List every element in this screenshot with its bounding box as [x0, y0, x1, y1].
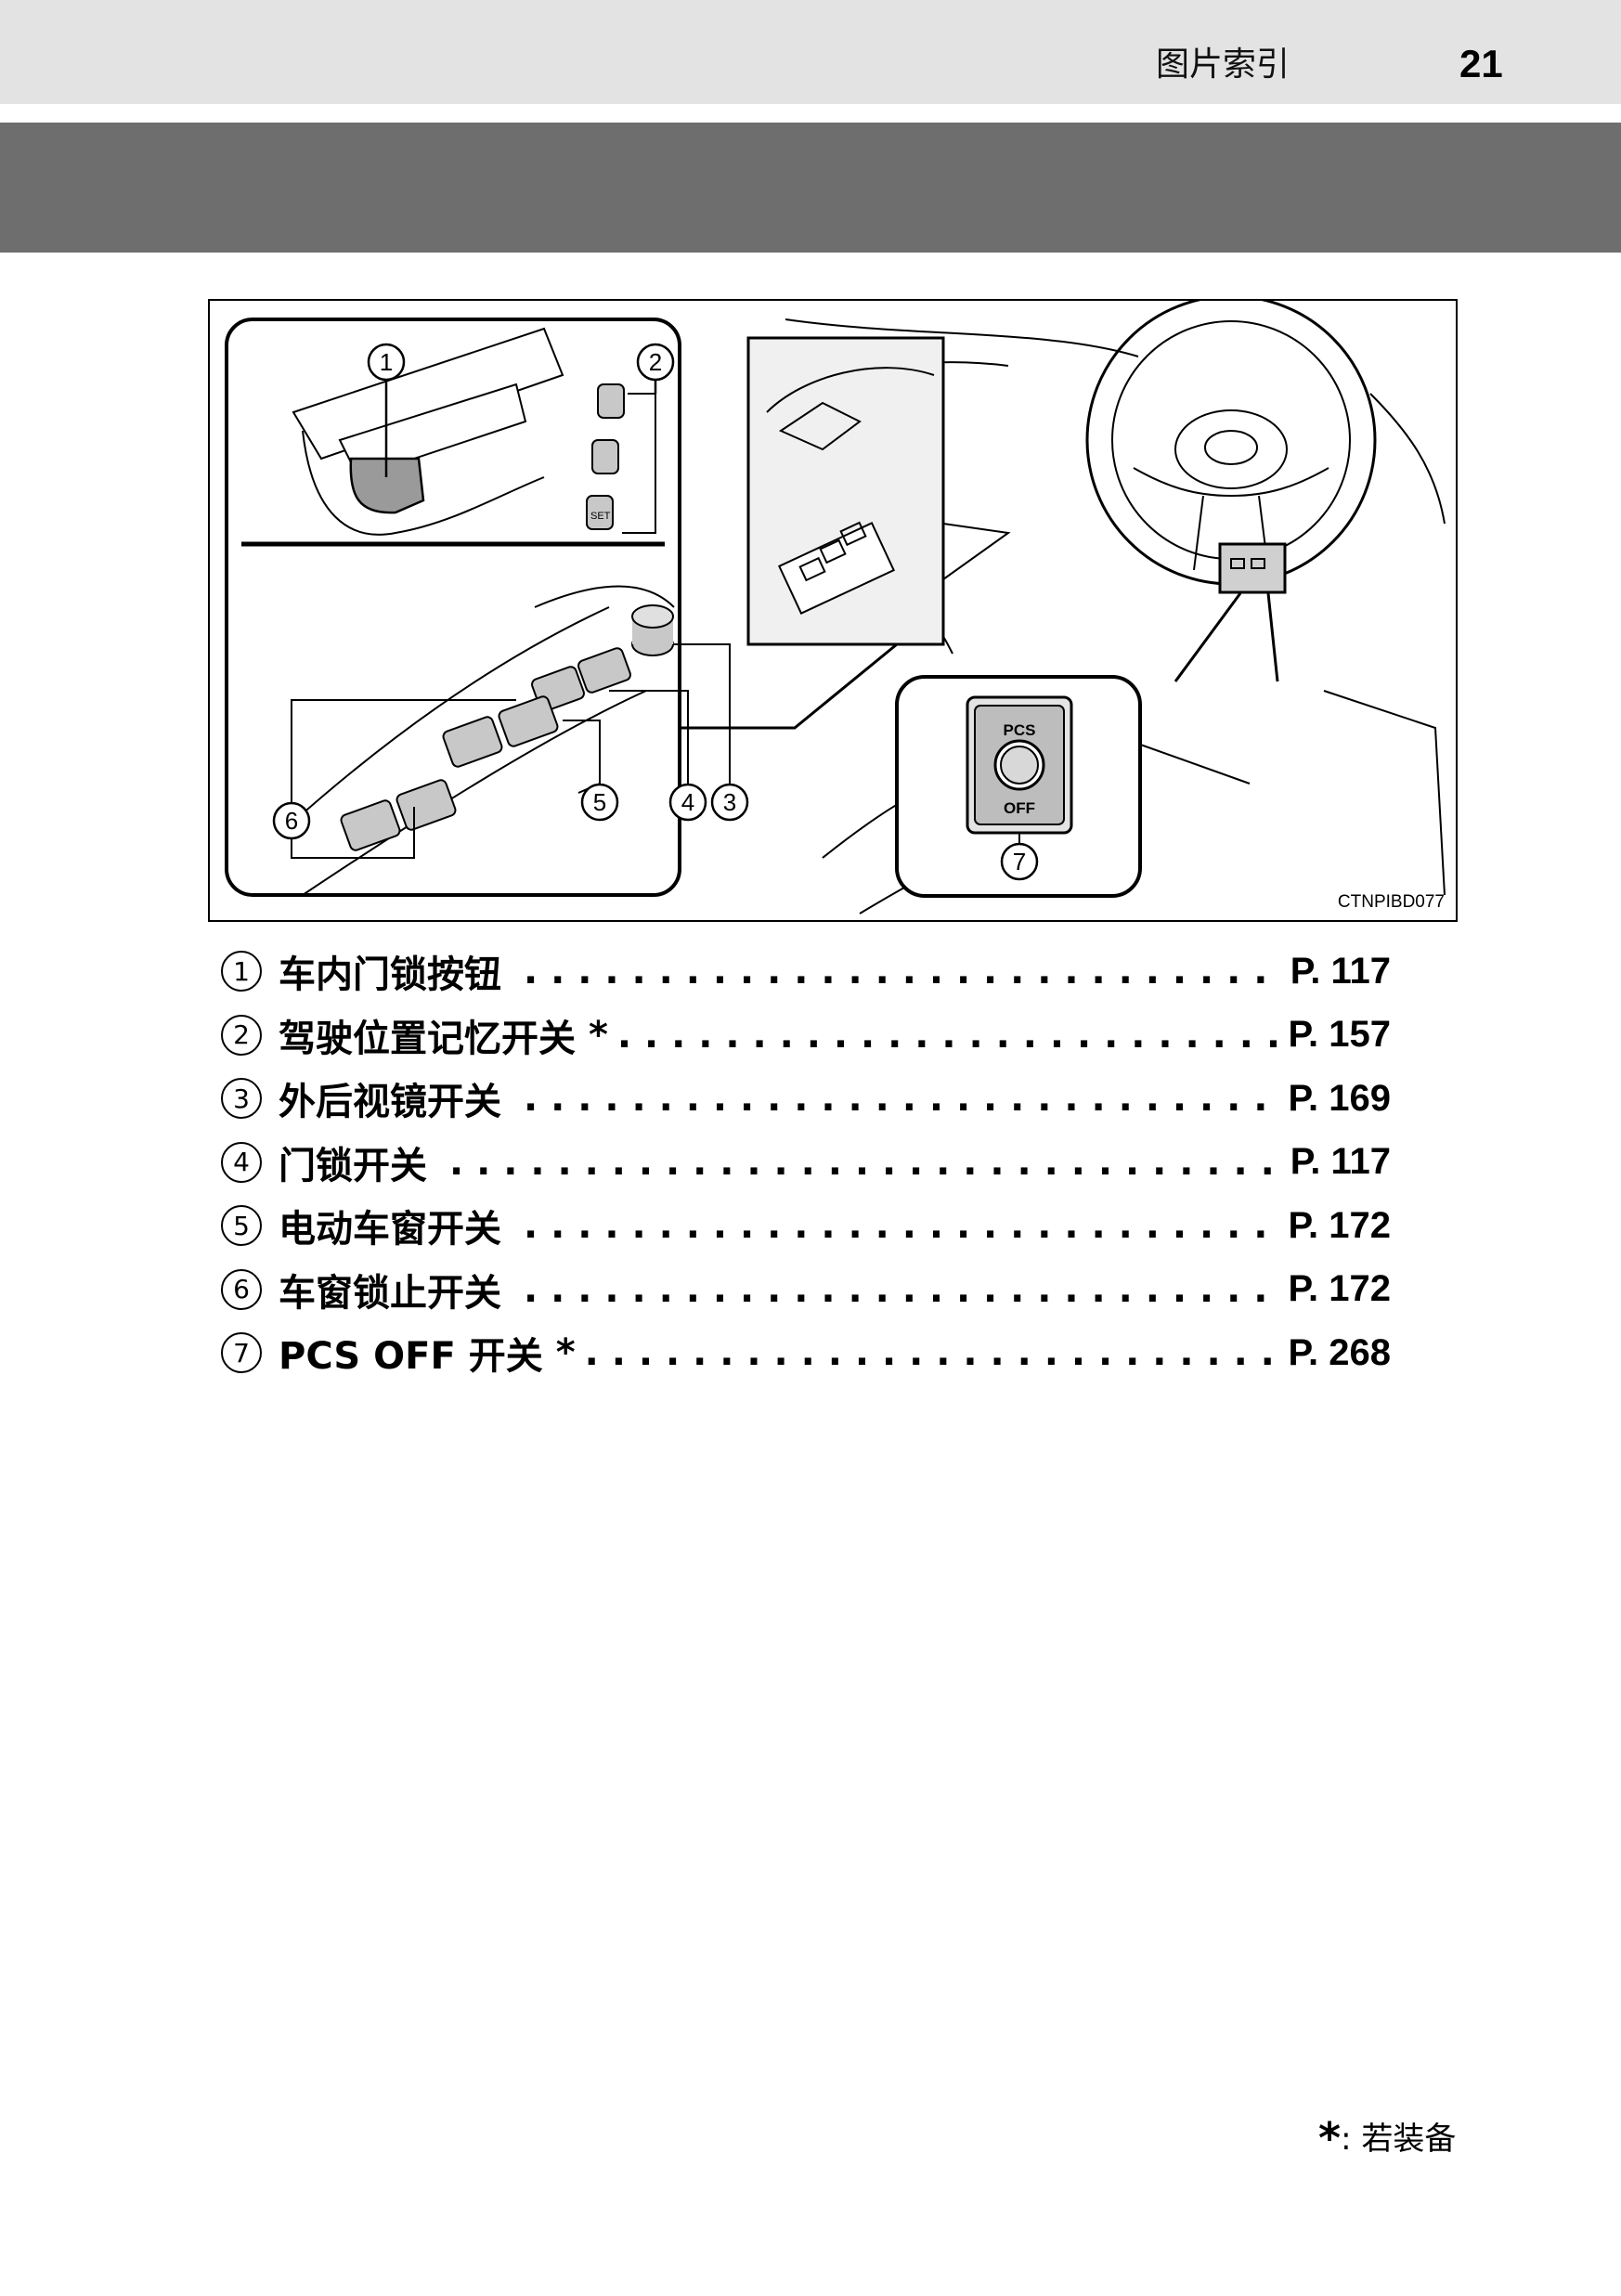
index-item[interactable]: 4 门锁开关 P. 117 — [221, 1131, 1391, 1195]
item-label: 门锁开关 — [279, 1144, 427, 1187]
index-list: 1 车内门锁按钮 P. 117 2 驾驶位置记忆开关 * P. 157 3 外后… — [221, 940, 1391, 1385]
item-label: PCS OFF 开关 — [279, 1335, 543, 1379]
svg-text:4: 4 — [681, 788, 694, 816]
section-band — [0, 123, 1621, 253]
index-item[interactable]: 1 车内门锁按钮 P. 117 — [221, 940, 1391, 1004]
item-page[interactable]: P. 169 — [1288, 1077, 1392, 1119]
page-number: 21 — [1459, 42, 1503, 85]
interior-illustration: SET — [208, 299, 1458, 922]
item-number: 1 — [221, 951, 262, 992]
index-item[interactable]: 6 车窗锁止开关 P. 172 — [221, 1258, 1391, 1322]
callout-4: 4 — [668, 783, 707, 822]
leader-dots — [617, 1017, 1279, 1054]
svg-text:3: 3 — [723, 788, 736, 816]
item-star: * — [555, 1331, 576, 1375]
item-page[interactable]: P. 157 — [1288, 1014, 1392, 1056]
svg-text:2: 2 — [649, 348, 662, 376]
leader-dots — [449, 1144, 1281, 1181]
index-item[interactable]: 3 外后视镜开关 P. 169 — [221, 1067, 1391, 1131]
leader-dots — [524, 953, 1281, 990]
item-label: 外后视镜开关 — [279, 1081, 501, 1124]
item-number: 6 — [221, 1268, 262, 1310]
item-page[interactable]: P. 268 — [1288, 1331, 1392, 1373]
section-title: 图片索引 — [1156, 45, 1290, 84]
item-page[interactable]: P. 117 — [1290, 1141, 1391, 1183]
index-item[interactable]: 2 驾驶位置记忆开关 * P. 157 — [221, 1004, 1391, 1068]
item-number: 4 — [221, 1141, 262, 1183]
callout-1: 1 — [367, 343, 406, 477]
footnote-text: : 若装备 — [1341, 2121, 1457, 2158]
figure-code: CTNPIBD077 — [1337, 892, 1445, 912]
svg-text:OFF: OFF — [1004, 799, 1035, 817]
item-number: 3 — [221, 1078, 262, 1120]
leader-dots — [524, 1207, 1279, 1244]
item-label: 电动车窗开关 — [279, 1208, 501, 1252]
callout-7: 7 — [1000, 842, 1039, 881]
item-label: 驾驶位置记忆开关 — [279, 1017, 576, 1060]
leader-dots — [524, 1080, 1279, 1117]
svg-text:6: 6 — [285, 807, 298, 835]
header-band — [0, 0, 1621, 104]
item-label: 车窗锁止开关 — [279, 1271, 501, 1315]
callout-2: 2 — [636, 343, 675, 394]
svg-text:5: 5 — [593, 788, 606, 816]
item-star: * — [589, 1013, 608, 1057]
svg-text:PCS: PCS — [1004, 721, 1036, 739]
leader-dots — [524, 1271, 1279, 1308]
index-item[interactable]: 7 PCS OFF 开关 * P. 268 — [221, 1321, 1391, 1385]
svg-text:SET: SET — [590, 511, 611, 522]
svg-text:7: 7 — [1013, 848, 1026, 876]
item-number: 5 — [221, 1205, 262, 1247]
footnote: *: 若装备 — [1318, 2109, 1457, 2163]
leader-dots — [585, 1334, 1279, 1371]
item-number: 7 — [221, 1332, 262, 1374]
callout-5: 5 — [580, 783, 619, 822]
item-number: 2 — [221, 1014, 262, 1056]
item-label: 车内门锁按钮 — [279, 953, 501, 997]
item-page[interactable]: P. 117 — [1290, 950, 1391, 992]
svg-text:1: 1 — [380, 348, 393, 376]
item-page[interactable]: P. 172 — [1288, 1268, 1392, 1310]
illustration-drawing: SET — [225, 301, 1446, 915]
item-page[interactable]: P. 172 — [1288, 1204, 1392, 1246]
index-item[interactable]: 5 电动车窗开关 P. 172 — [221, 1194, 1391, 1258]
callout-6: 6 — [272, 801, 311, 840]
footnote-star: * — [1318, 2113, 1342, 2163]
callout-3: 3 — [710, 783, 749, 822]
